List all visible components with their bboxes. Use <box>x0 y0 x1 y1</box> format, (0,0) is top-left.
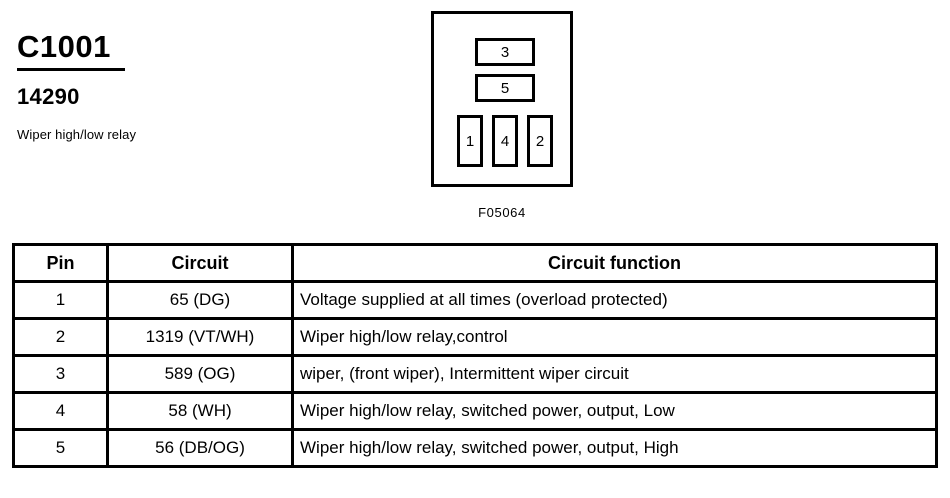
table-row: 2 1319 (VT/WH) Wiper high/low relay,cont… <box>12 317 938 357</box>
connector-header: C1001 14290 Wiper high/low relay <box>17 30 277 143</box>
pin-function-table: Pin Circuit Circuit function 1 65 (DG) V… <box>12 243 938 468</box>
cell-function: Voltage supplied at all times (overload … <box>291 280 938 320</box>
connector-housing-outline: 3 5 1 4 2 <box>431 11 573 187</box>
cavity-slot-5: 5 <box>475 74 535 102</box>
table-header-row: Pin Circuit Circuit function <box>12 243 938 283</box>
cell-pin: 3 <box>12 354 109 394</box>
cavity-slot-3: 3 <box>475 38 535 66</box>
connector-id: C1001 <box>17 29 111 64</box>
column-header-pin: Pin <box>12 243 109 283</box>
cell-pin: 4 <box>12 391 109 431</box>
table-row: 3 589 (OG) wiper, (front wiper), Intermi… <box>12 354 938 394</box>
table-row: 5 56 (DB/OG) Wiper high/low relay, switc… <box>12 428 938 468</box>
cell-function: wiper, (front wiper), Intermittent wiper… <box>291 354 938 394</box>
cavity-label-3: 3 <box>500 43 510 61</box>
cell-circuit: 58 (WH) <box>106 391 294 431</box>
cell-function: Wiper high/low relay, switched power, ou… <box>291 391 938 431</box>
cell-circuit: 56 (DB/OG) <box>106 428 294 468</box>
cavity-slot-1: 1 <box>457 115 483 167</box>
diagram-figure-code: F05064 <box>478 205 526 220</box>
cell-function: Wiper high/low relay, switched power, ou… <box>291 428 938 468</box>
cell-pin: 1 <box>12 280 109 320</box>
cavity-slot-2: 2 <box>527 115 553 167</box>
connector-id-underline <box>17 68 125 71</box>
cavity-label-4: 4 <box>500 132 510 150</box>
connector-diagram: 3 5 1 4 2 F05064 <box>431 11 573 221</box>
cell-circuit: 65 (DG) <box>106 280 294 320</box>
column-header-circuit-function: Circuit function <box>291 243 938 283</box>
cavity-label-1: 1 <box>465 132 475 150</box>
cavity-slot-4: 4 <box>492 115 518 167</box>
cavity-label-2: 2 <box>535 132 545 150</box>
cavity-label-5: 5 <box>500 79 510 97</box>
cell-function: Wiper high/low relay,control <box>291 317 938 357</box>
table-row: 4 58 (WH) Wiper high/low relay, switched… <box>12 391 938 431</box>
table-row: 1 65 (DG) Voltage supplied at all times … <box>12 280 938 320</box>
cell-circuit: 1319 (VT/WH) <box>106 317 294 357</box>
component-name: Wiper high/low relay <box>17 127 137 142</box>
cell-pin: 2 <box>12 317 109 357</box>
cell-circuit: 589 (OG) <box>106 354 294 394</box>
column-header-circuit: Circuit <box>106 243 294 283</box>
cell-pin: 5 <box>12 428 109 468</box>
part-number: 14290 <box>17 84 80 109</box>
